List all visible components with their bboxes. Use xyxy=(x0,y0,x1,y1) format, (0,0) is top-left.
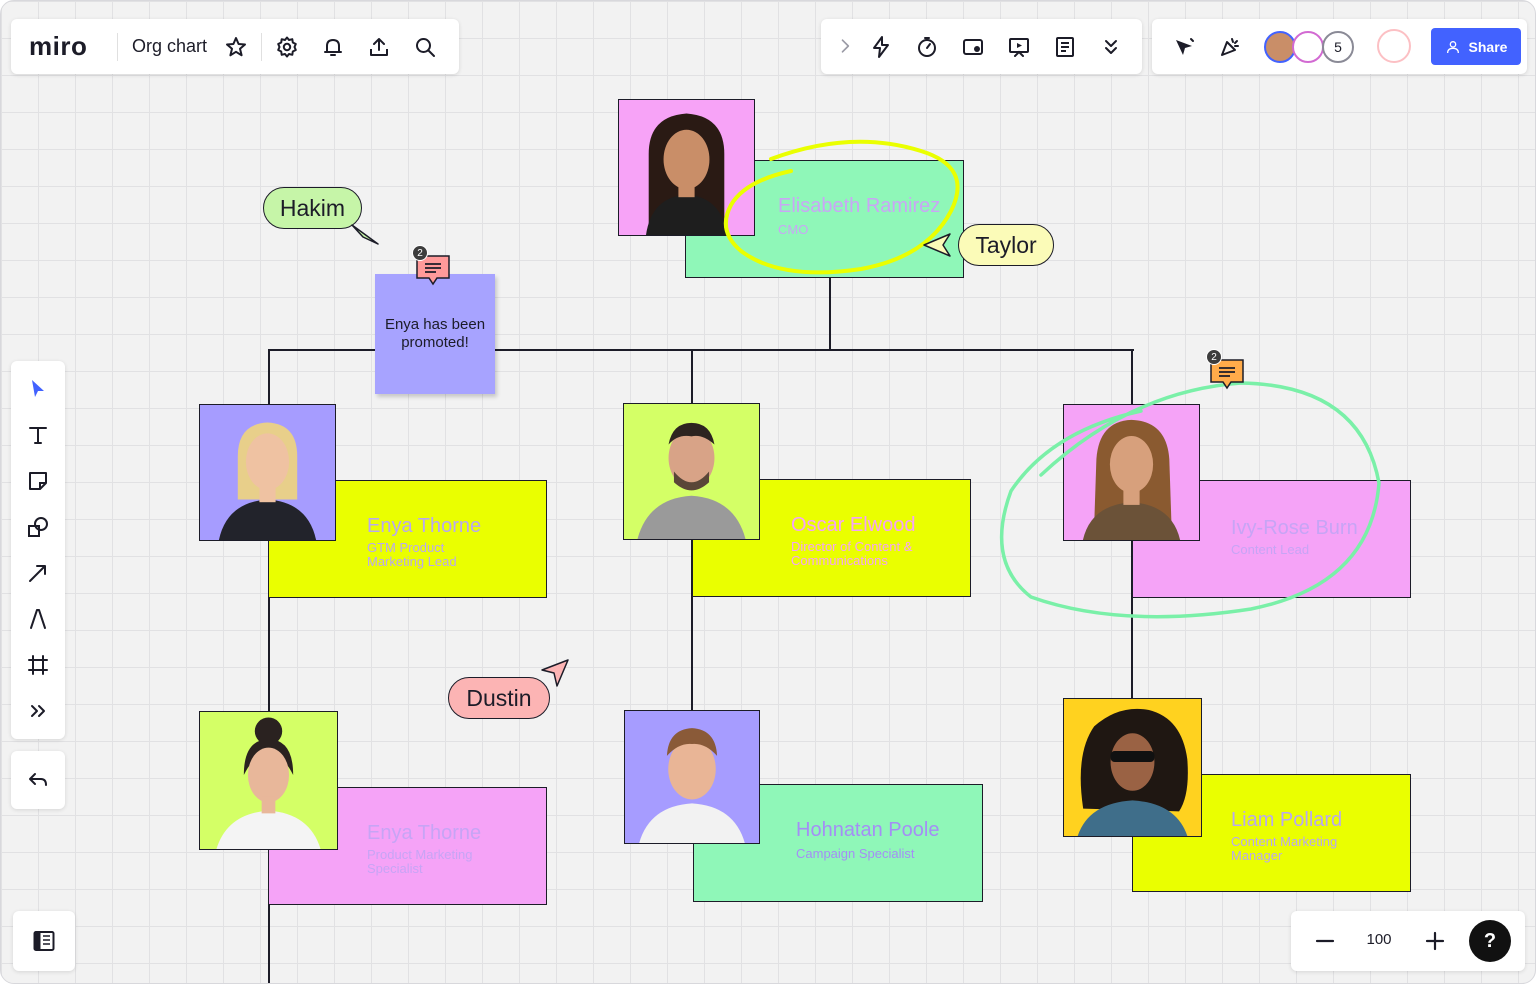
cursor-arrow-icon xyxy=(541,659,569,687)
help-button[interactable]: ? xyxy=(1469,920,1511,962)
cursor-label-hakim: Hakim xyxy=(263,187,362,229)
highlight-circle-yellow xyxy=(723,139,960,275)
shapes-icon[interactable] xyxy=(24,513,52,541)
sidebar-panel-icon xyxy=(26,923,62,959)
cursor-label-dustin: Dustin xyxy=(448,677,550,719)
creation-toolbar xyxy=(11,361,65,739)
divider xyxy=(117,33,118,61)
sticky-note-icon[interactable] xyxy=(24,467,52,495)
zoom-out-icon[interactable] xyxy=(1311,927,1339,955)
person-role: Campaign Specialist xyxy=(796,846,915,861)
select-cursor-icon[interactable] xyxy=(24,375,52,403)
user-icon xyxy=(1446,40,1459,53)
share-button[interactable]: Share xyxy=(1431,28,1521,65)
notes-icon[interactable] xyxy=(1051,33,1079,61)
undo-icon[interactable] xyxy=(24,766,52,794)
timer-icon[interactable] xyxy=(913,33,941,61)
zoom-level[interactable]: 100 xyxy=(1366,931,1392,948)
zoom-in-icon[interactable] xyxy=(1421,927,1449,955)
avatar xyxy=(624,710,760,844)
upload-icon[interactable] xyxy=(365,33,393,61)
comment-count: 2 xyxy=(1206,349,1222,365)
avatar xyxy=(1063,698,1202,837)
person-role: CMO xyxy=(778,222,809,237)
divider xyxy=(261,33,262,61)
more-tools-icon[interactable] xyxy=(24,697,52,725)
person-role: GTM Product Marketing Lead xyxy=(367,540,457,569)
person-name: Hohnatan Poole xyxy=(796,819,940,841)
person-role: Content Marketing Manager xyxy=(1231,834,1338,863)
person-role: Director of Content & Communications xyxy=(791,539,913,568)
undo-panel xyxy=(11,751,65,809)
board-header: miro Org chart xyxy=(11,19,459,74)
star-icon[interactable] xyxy=(223,34,249,60)
person-name: Elisabeth Ramirez xyxy=(778,195,941,217)
board-title[interactable]: Org chart xyxy=(132,36,208,56)
collaboration-toolbar xyxy=(821,19,1142,74)
connector xyxy=(829,277,831,350)
cursor-label-taylor: Taylor xyxy=(958,224,1054,266)
lightning-icon[interactable] xyxy=(867,33,895,61)
comment-icon xyxy=(1210,359,1244,390)
person-role: Content Lead xyxy=(1231,542,1310,557)
connector xyxy=(268,349,1134,351)
chevron-right-icon[interactable] xyxy=(835,36,855,56)
frame-icon[interactable] xyxy=(24,651,52,679)
person-name: Liam Pollard xyxy=(1231,809,1343,831)
gear-icon[interactable] xyxy=(273,33,301,61)
search-icon[interactable] xyxy=(411,33,439,61)
sticky-text: Enya has been promoted! xyxy=(384,316,486,351)
avatar xyxy=(199,711,338,850)
video-chat-icon[interactable] xyxy=(959,33,987,61)
zoom-controls: 100 ? xyxy=(1291,911,1525,971)
sidebar-toggle[interactable] xyxy=(13,911,75,971)
miro-logo[interactable]: miro xyxy=(29,31,88,61)
text-tool-icon[interactable] xyxy=(24,421,52,449)
comment-thread[interactable]: 2 xyxy=(412,245,452,287)
connector xyxy=(268,349,270,983)
avatar xyxy=(199,404,336,541)
presentation-icon[interactable] xyxy=(1005,33,1033,61)
avatar[interactable] xyxy=(1264,31,1296,63)
person-name: Enya Thorne xyxy=(367,822,482,844)
bell-icon[interactable] xyxy=(319,33,347,61)
pen-icon[interactable] xyxy=(24,605,52,633)
person-name: Enya Thorne xyxy=(367,515,482,537)
highlight-circle-green xyxy=(999,381,1381,619)
avatar xyxy=(1063,404,1200,541)
arrow-line-icon[interactable] xyxy=(24,559,52,587)
avatar[interactable] xyxy=(1377,29,1411,63)
collaborator-count[interactable]: 5 xyxy=(1322,31,1354,63)
avatar[interactable] xyxy=(1292,31,1324,63)
comment-count: 2 xyxy=(412,245,428,261)
sticky-note[interactable]: Enya has been promoted! xyxy=(375,274,495,394)
person-name: Ivy-Rose Burn xyxy=(1231,517,1358,539)
celebrate-icon[interactable] xyxy=(1216,33,1244,61)
cursor-arrow-icon xyxy=(351,224,379,245)
share-label: Share xyxy=(1468,38,1508,55)
comment-thread[interactable]: 2 xyxy=(1206,349,1246,391)
share-toolbar: 5 Share xyxy=(1152,19,1527,74)
cursor-follow-icon[interactable] xyxy=(1170,33,1198,61)
person-name: Oscar Elwood xyxy=(791,514,916,536)
person-role: Product Marketing Specialist xyxy=(367,847,473,876)
comment-icon xyxy=(416,255,450,286)
double-chevron-down-icon[interactable] xyxy=(1099,35,1123,59)
avatar xyxy=(618,99,755,236)
avatar xyxy=(623,403,760,540)
cursor-arrow-icon xyxy=(923,233,951,257)
